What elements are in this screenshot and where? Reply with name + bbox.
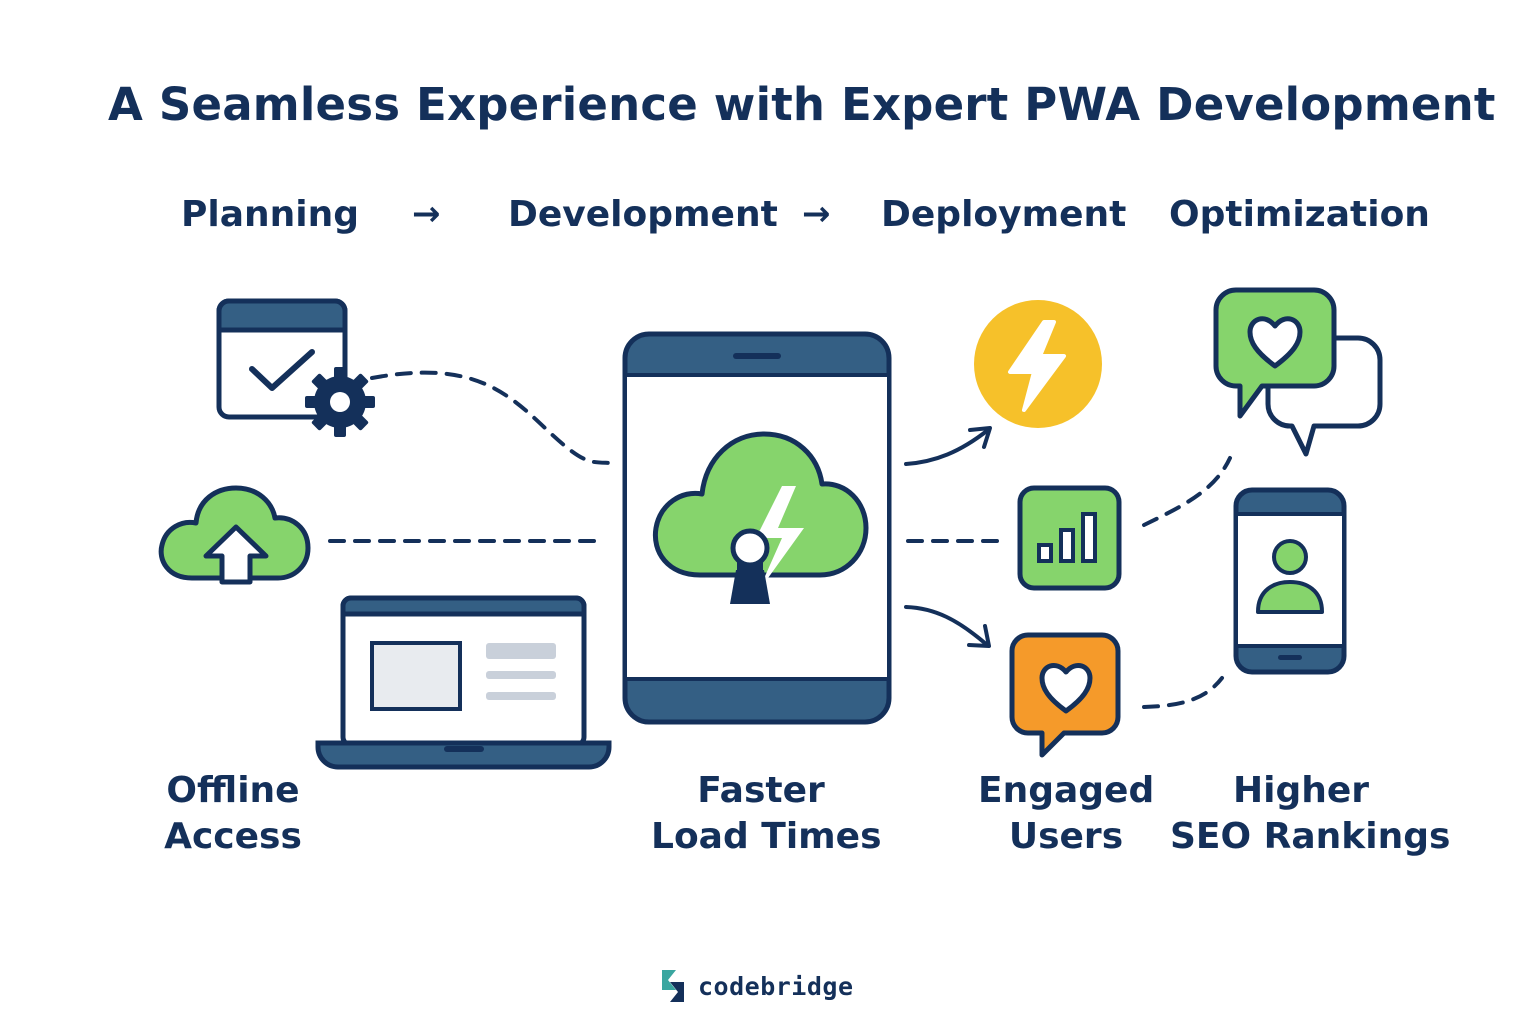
solid-arrows (904, 426, 992, 648)
benefit-engaged-line1: Engaged (978, 770, 1155, 811)
codebridge-logo-icon (662, 970, 684, 1002)
connectors (328, 370, 1232, 709)
benefit-engaged-users: Engaged Users (978, 768, 1154, 860)
stage-deployment: Deployment (881, 194, 1127, 235)
gear-icon (305, 367, 375, 437)
stage-arrow-1: → (412, 194, 441, 234)
arrow-to-engaged-head (967, 624, 991, 648)
benefit-offline-access: Offline Access (163, 768, 303, 860)
benefit-faster-line2: Load Times (651, 816, 882, 857)
arrow-to-lightning-head (968, 426, 992, 449)
benefit-higher-seo-rankings: Higher SEO Rankings (1170, 768, 1451, 860)
connector-planning (370, 370, 614, 465)
smartphone-user-icon (1233, 487, 1347, 675)
heart-chat-bubble-icon (1009, 632, 1121, 758)
benefit-seo-line2: SEO Rankings (1170, 816, 1451, 857)
arrow-to-engaged (904, 605, 988, 646)
benefit-faster-load-times: Faster Load Times (651, 768, 882, 860)
connector-chart-optimization (1142, 456, 1232, 527)
benefit-seo-line1: Higher (1232, 770, 1370, 811)
chat-bubbles-heart-icon (1213, 287, 1383, 457)
benefit-offline-line2: Access (164, 816, 302, 857)
stage-development: Development (508, 194, 778, 235)
cloud-upload-icon (158, 485, 311, 585)
connector-engaged-optimization (1142, 676, 1224, 709)
benefit-offline-line1: Offline (166, 770, 300, 811)
brand-name: codebridge (698, 971, 854, 1001)
calendar-check-icon (216, 298, 348, 420)
laptop-icon (315, 595, 612, 770)
bar-chart-icon (1017, 485, 1122, 591)
stage-optimization: Optimization (1169, 194, 1430, 235)
page-title: A Seamless Experience with Expert PWA De… (108, 78, 1496, 131)
stage-arrow-2: → (802, 194, 831, 234)
lightning-badge-icon (974, 300, 1102, 428)
brand-logo: codebridge (658, 966, 854, 1006)
arrow-to-lightning (904, 428, 990, 466)
cloud-lightning-icon (652, 431, 869, 604)
benefit-engaged-line2: Users (1008, 816, 1124, 857)
benefit-faster-line1: Faster (697, 770, 825, 811)
stage-planning: Planning (181, 194, 360, 235)
